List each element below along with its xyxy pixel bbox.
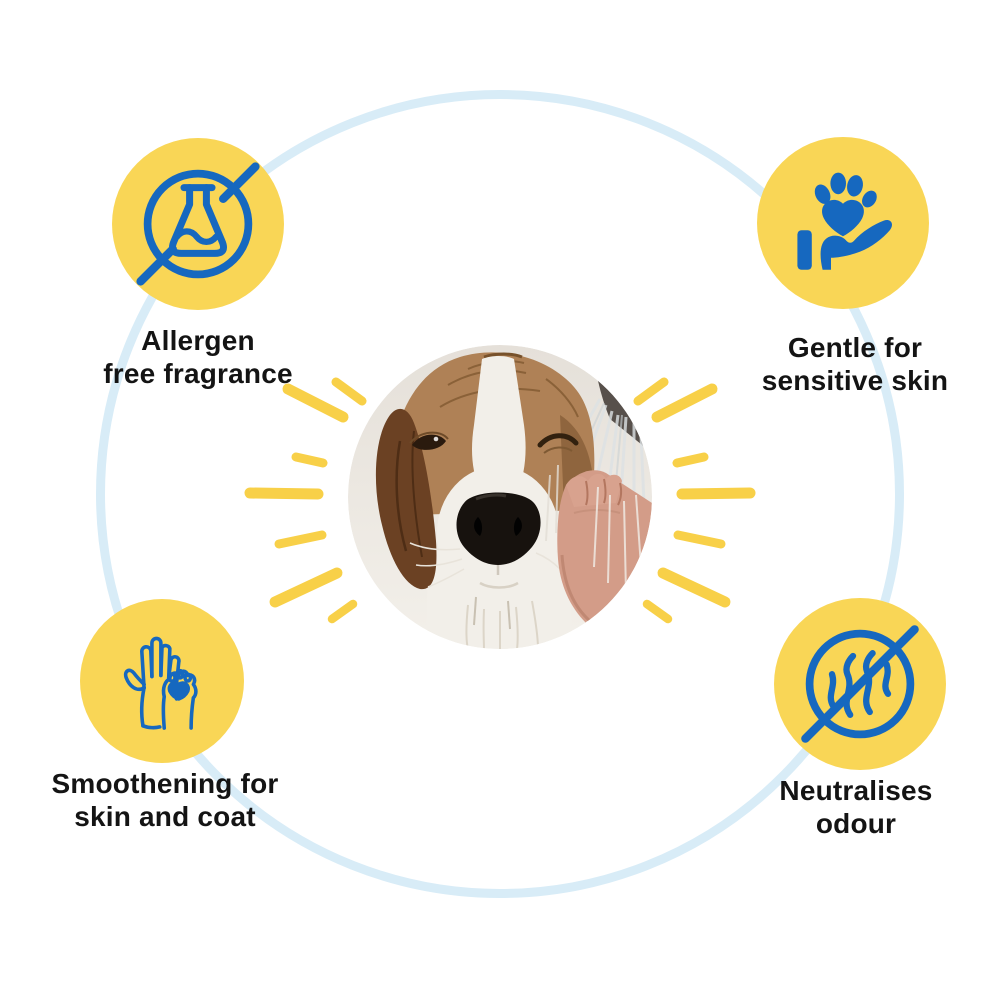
feature-badge-allergen-free-fragrance bbox=[112, 138, 284, 310]
feature-label-gentle-sensitive-skin: Gentle for sensitive skin bbox=[761, 332, 949, 397]
no-fragrance-flask-icon bbox=[136, 162, 260, 286]
feature-label-allergen-free-fragrance: Allergen free fragrance bbox=[103, 325, 293, 390]
beagle-shower-illustration bbox=[348, 345, 652, 649]
feature-label-smoothening: Smoothening for skin and coat bbox=[51, 768, 279, 833]
no-odour-icon bbox=[801, 625, 919, 743]
feature-badge-gentle-sensitive-skin bbox=[757, 137, 929, 309]
feature-badge-smoothening bbox=[80, 599, 244, 763]
hand-high-five-paw-icon bbox=[123, 636, 198, 730]
feature-badge-neutralises-odour bbox=[774, 598, 946, 770]
paw-on-hand-icon bbox=[797, 172, 892, 270]
feature-label-neutralises-odour: Neutralises odour bbox=[779, 775, 933, 840]
connector-ring bbox=[96, 90, 904, 898]
center-dog-photo bbox=[348, 345, 652, 649]
